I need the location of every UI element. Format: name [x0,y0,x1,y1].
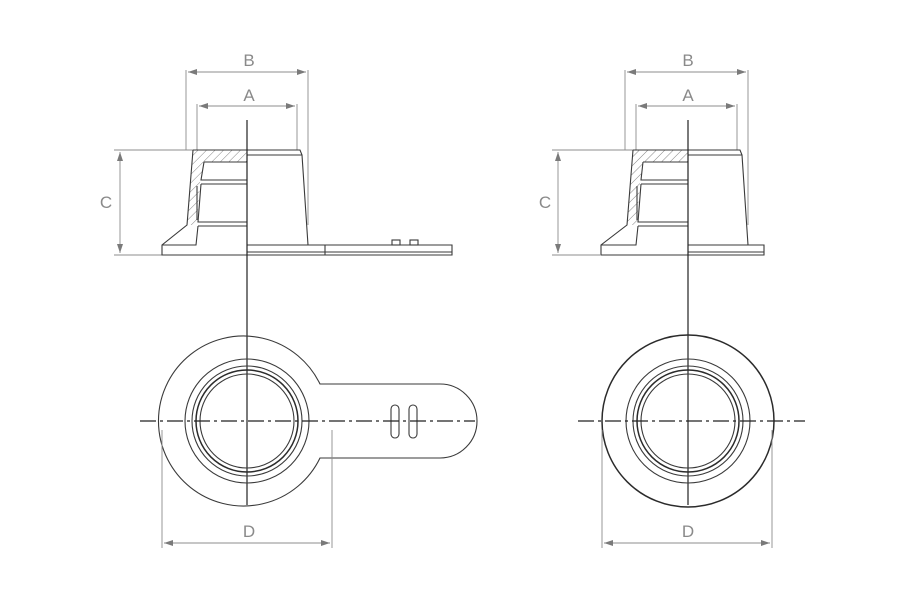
left-dim-b: B [185,51,309,225]
left-dim-a-label: A [243,86,255,105]
left-section-half [161,149,247,256]
right-dim-d-label: D [682,522,694,541]
right-side-view: B A C [539,51,765,505]
left-dim-d: D [161,430,333,548]
left-dim-a: A [196,86,298,150]
left-dim-c: C [100,149,194,256]
right-plan-view: D [578,334,805,548]
left-exterior-half [247,149,453,256]
right-dim-d: D [601,430,773,548]
right-dim-b-label: B [682,51,693,70]
right-dim-c: C [539,149,633,256]
right-dim-a: A [635,86,738,150]
right-dim-b: B [624,51,749,225]
left-dim-b-label: B [243,51,254,70]
right-exterior-half [688,149,765,256]
left-dim-d-label: D [243,522,255,541]
right-dim-c-label: C [539,193,551,212]
right-dim-a-label: A [682,86,694,105]
right-section-half [600,149,688,256]
left-side-view: B A C [100,51,453,505]
left-plan-view: D [140,335,478,548]
left-dim-c-label: C [100,193,112,212]
